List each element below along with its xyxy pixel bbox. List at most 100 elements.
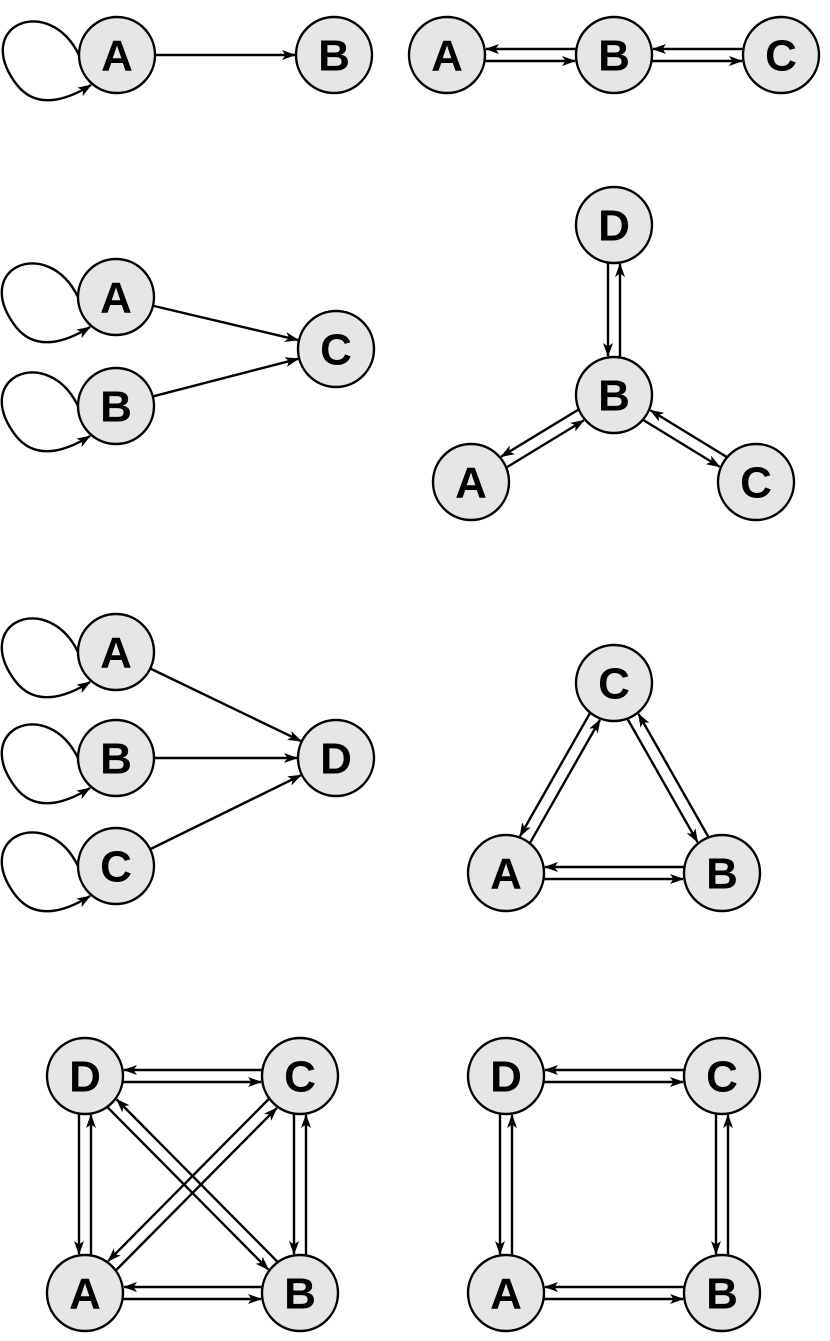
node-B-label: B <box>284 1270 316 1319</box>
diagram-g4-edges <box>500 263 728 469</box>
node-A-label: A <box>69 1270 101 1319</box>
node-C-circle <box>682 1036 762 1116</box>
node-D-circle <box>45 1036 125 1116</box>
node-B-label: B <box>318 32 350 81</box>
node-A: A <box>431 442 511 522</box>
node-B: B <box>574 355 654 435</box>
diagram-g5-edges <box>0 617 302 913</box>
node-D-label: D <box>490 1053 522 1102</box>
node-D-circle <box>296 718 376 798</box>
node-C-label: C <box>706 1053 738 1102</box>
node-A: A <box>76 257 156 337</box>
diagram-g7-nodes: D C A B <box>45 1036 340 1333</box>
node-D-circle <box>574 185 654 265</box>
node-C-circle <box>574 643 654 723</box>
node-D: D <box>45 1036 125 1116</box>
edge-C-to-B-arrow <box>626 718 699 843</box>
self-loop-A-arrow <box>0 262 91 344</box>
node-C-circle <box>260 1036 340 1116</box>
node-A-circle <box>466 1253 546 1333</box>
node-D-label: D <box>320 735 352 784</box>
node-C-circle <box>296 309 376 389</box>
diagram-g2-edges <box>485 44 743 66</box>
edge-D-to-B-arrow <box>106 1106 270 1271</box>
node-C: C <box>574 643 654 723</box>
node-C-label: C <box>740 459 772 508</box>
edge-B-to-A-arrow <box>500 408 580 458</box>
diagram-g2-nodes: A B C <box>407 15 821 95</box>
diagram-g4-nodes: D BA C <box>431 185 796 522</box>
diagram-g8-edges <box>495 1065 733 1304</box>
node-A-circle <box>76 612 156 692</box>
node-D-circle <box>466 1036 546 1116</box>
edges-layer <box>0 20 743 1304</box>
node-B: B <box>682 1253 762 1333</box>
node-A-circle <box>407 15 487 95</box>
node-A-circle <box>76 257 156 337</box>
edge-C-to-A-arrow <box>107 1097 270 1262</box>
node-C: C <box>260 1036 340 1116</box>
node-A: A <box>407 15 487 95</box>
edge-A-to-D-arrow <box>149 667 302 743</box>
node-A: A <box>77 15 157 95</box>
diagram-g1-edges <box>1 20 296 102</box>
edge-A-to-B-arrow <box>505 419 585 469</box>
node-C: C <box>741 15 821 95</box>
edge-C-to-B-arrow <box>649 409 728 459</box>
edge-B-to-C-arrow <box>637 713 710 838</box>
node-C: C <box>296 309 376 389</box>
node-B: B <box>294 15 374 95</box>
edge-A-to-C-arrow <box>528 719 601 844</box>
node-A-label: A <box>490 850 522 899</box>
node-B-circle <box>76 366 156 446</box>
diagram-g3-edges <box>0 262 300 453</box>
node-B-circle <box>682 1253 762 1333</box>
node-B-circle <box>682 833 762 913</box>
node-D-label: D <box>69 1053 101 1102</box>
node-A-label: A <box>101 32 133 81</box>
edge-C-to-D-arrow <box>149 774 302 851</box>
node-A-label: A <box>100 629 132 678</box>
edge-B-to-C-arrow <box>152 357 300 398</box>
edge-A-to-C-arrow <box>115 1107 278 1272</box>
node-C-label: C <box>320 326 352 375</box>
node-B-circle <box>76 718 156 798</box>
node-C-circle <box>716 442 796 522</box>
node-A: A <box>45 1253 125 1333</box>
node-C-label: C <box>765 32 797 81</box>
node-B-circle <box>294 15 374 95</box>
node-B: B <box>682 833 762 913</box>
self-loop-A-arrow <box>1 20 92 102</box>
node-C-circle <box>76 826 156 906</box>
node-B: B <box>574 15 654 95</box>
node-A-circle <box>466 833 546 913</box>
node-A-circle <box>77 15 157 95</box>
node-B: B <box>76 366 156 446</box>
self-loop-B-arrow <box>0 723 91 805</box>
node-B-label: B <box>100 735 132 784</box>
edge-C-to-A-arrow <box>519 712 592 837</box>
node-D: D <box>466 1036 546 1116</box>
node-C-label: C <box>598 660 630 709</box>
node-B: B <box>260 1253 340 1333</box>
diagram-g3-nodes: AB C <box>76 257 376 446</box>
diagram-g6-edges <box>519 712 710 884</box>
node-A-label: A <box>431 32 463 81</box>
node-C: C <box>716 442 796 522</box>
node-A-circle <box>45 1253 125 1333</box>
node-A-label: A <box>490 1270 522 1319</box>
node-D: D <box>574 185 654 265</box>
edge-A-to-C-arrow <box>152 304 300 342</box>
node-D-label: D <box>598 202 630 251</box>
node-A: A <box>466 833 546 913</box>
self-loop-A-arrow <box>0 617 91 699</box>
self-loop-B-arrow <box>0 371 91 453</box>
edge-B-to-C-arrow <box>642 418 721 468</box>
node-C-circle <box>741 15 821 95</box>
node-A: A <box>76 612 156 692</box>
node-B-circle <box>260 1253 340 1333</box>
